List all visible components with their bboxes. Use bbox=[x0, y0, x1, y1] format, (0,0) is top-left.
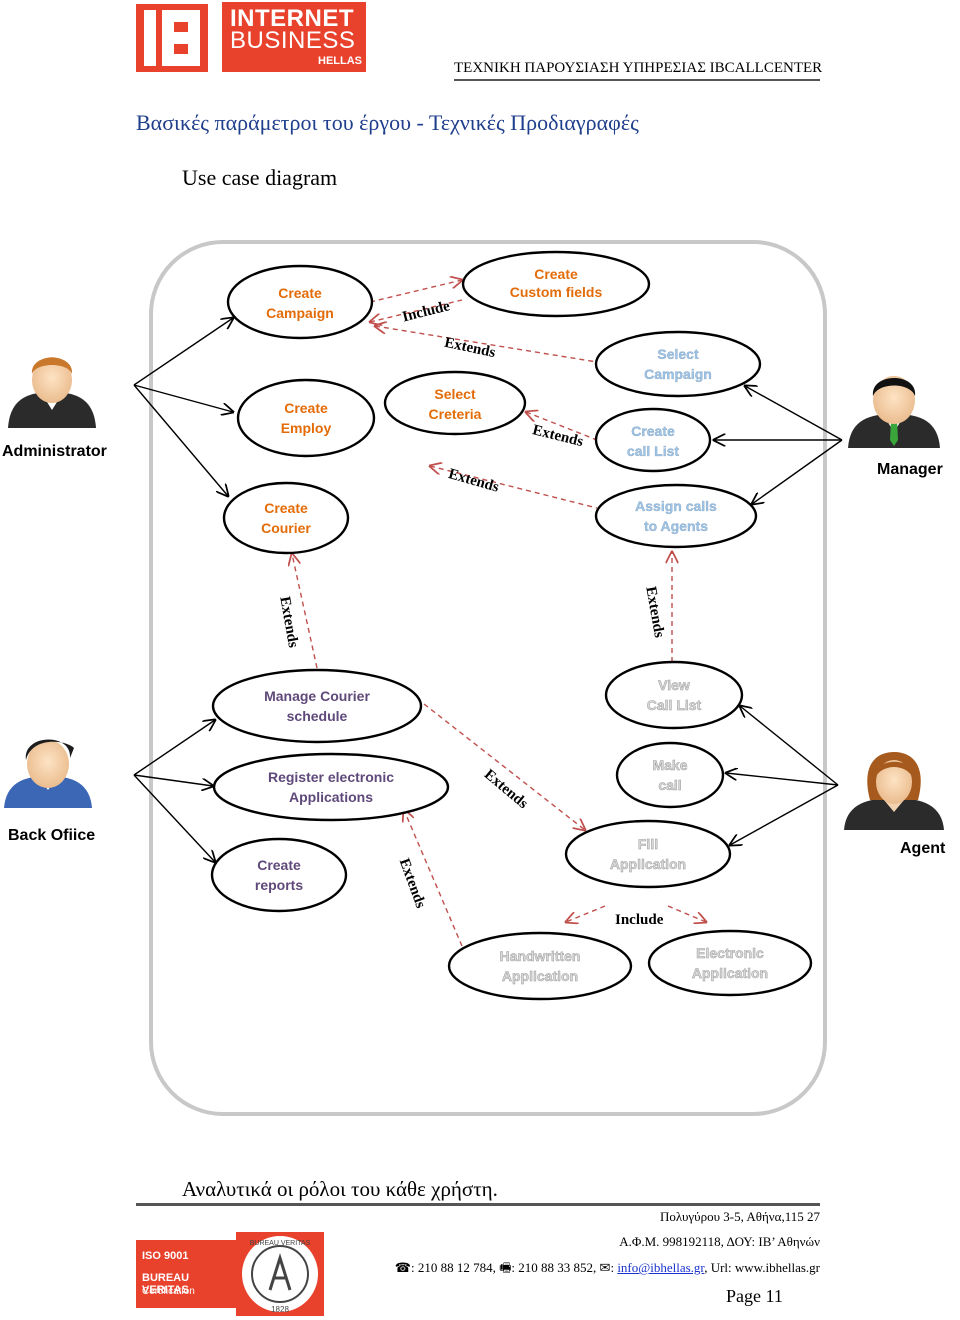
usecase-select-campaign bbox=[594, 330, 762, 398]
usecase-manage-courier bbox=[211, 668, 423, 744]
footer-url: , Url: www.ibhellas.gr bbox=[704, 1260, 820, 1275]
usecase-label: Campaign bbox=[644, 366, 712, 382]
usecase-label: Application bbox=[502, 968, 578, 984]
usecase-register-electronic bbox=[212, 752, 450, 822]
logo-line-1: INTERNET bbox=[230, 5, 354, 32]
footer-tax-info: Α.Φ.Μ. 998192118, ΔΟΥ: ΙΒ’ Αθηνών bbox=[619, 1234, 820, 1249]
footer-email-label: : bbox=[610, 1260, 618, 1275]
usecase-label: Application bbox=[610, 856, 686, 872]
usecase-label: Make bbox=[652, 757, 687, 773]
usecase-create-custom-fields bbox=[461, 250, 651, 318]
email-icon: ✉ bbox=[599, 1260, 611, 1275]
usecase-label: Call List bbox=[647, 697, 702, 713]
usecase-create-call-list bbox=[594, 407, 712, 473]
footer-divider bbox=[136, 1203, 820, 1206]
back-office-label: Back Ofiice bbox=[8, 827, 95, 844]
footer-phone: : 210 88 12 784, bbox=[411, 1260, 500, 1275]
usecase-label: Employ bbox=[281, 420, 332, 436]
svg-text:1828: 1828 bbox=[271, 1305, 289, 1314]
usecase-electronic bbox=[647, 929, 813, 997]
manager-label: Manager bbox=[877, 461, 943, 478]
header-divider bbox=[454, 79, 820, 81]
relationship-lines bbox=[292, 280, 706, 947]
usecase-label: Fill bbox=[638, 836, 658, 852]
agent-label: Agent bbox=[900, 840, 946, 857]
usecase-label: reports bbox=[255, 877, 303, 893]
page-number: Page 11 bbox=[726, 1286, 783, 1306]
back-office-actor-icon bbox=[4, 739, 92, 808]
usecase-create-reports bbox=[210, 837, 348, 913]
header-title: ΤΕΧΝΙΚΗ ΠΑΡΟΥΣΙΑΣΗ ΥΠΗΡΕΣΙΑΣ IBCALLCENTE… bbox=[454, 60, 823, 76]
usecase-label: Custom fields bbox=[510, 284, 603, 300]
usecase-label: Create bbox=[264, 500, 308, 516]
association-lines bbox=[133, 318, 843, 862]
cert-line-3: Certification bbox=[142, 1286, 195, 1297]
include-label-bottom: Include bbox=[615, 912, 664, 928]
usecase-label: Courier bbox=[261, 520, 311, 536]
usecase-create-employ bbox=[236, 378, 376, 458]
diagram-title: Use case diagram bbox=[182, 165, 338, 190]
iso-certification-logo: ISO 9001 BUREAU VERITAS Certification bbox=[136, 1240, 236, 1308]
usecase-label: to Agents bbox=[644, 518, 708, 534]
cert-line-1: ISO 9001 bbox=[142, 1250, 189, 1262]
usecase-label: Handwritten bbox=[500, 948, 581, 964]
roles-caption: Αναλυτικά οι ρόλοι του κάθε χρήστη. bbox=[182, 1177, 498, 1201]
usecase-create-campaign bbox=[226, 264, 374, 340]
usecase-label: Create bbox=[534, 266, 578, 282]
usecase-label: View bbox=[658, 677, 690, 693]
usecase-label: Electronic bbox=[696, 945, 764, 961]
usecase-label: Select bbox=[434, 386, 476, 402]
usecase-label: Create bbox=[284, 400, 328, 416]
usecase-label: Manage Courier bbox=[264, 688, 370, 704]
usecase-label: Create bbox=[631, 423, 675, 439]
manager-actor-icon bbox=[848, 376, 940, 448]
usecase-make-call bbox=[615, 741, 725, 809]
usecase-label: call List bbox=[627, 443, 679, 459]
use-case-diagram: Include Extends Extends Extends Extends … bbox=[2, 240, 946, 1116]
usecase-label: call bbox=[658, 777, 681, 793]
svg-text:BUREAU VERITAS: BUREAU VERITAS bbox=[250, 1240, 311, 1247]
cert-line-2: BUREAU VERITAS bbox=[142, 1272, 190, 1296]
usecase-label: Application bbox=[692, 965, 768, 981]
usecase-label: schedule bbox=[287, 708, 348, 724]
footer-email-link[interactable]: info@ibhellas.gr bbox=[617, 1260, 705, 1275]
usecase-fill-application bbox=[564, 819, 732, 889]
usecase-label: Create bbox=[257, 857, 301, 873]
footer-contact: ☎: 210 88 12 784, 🖷: 210 88 33 852, ✉: i… bbox=[395, 1259, 820, 1281]
company-logo: INTERNET BUSINESS HELLAS bbox=[222, 2, 366, 72]
usecase-label: Campaign bbox=[266, 305, 334, 321]
company-logo-mark bbox=[136, 4, 208, 72]
logo-line-3: HELLAS bbox=[318, 55, 362, 67]
usecase-handwritten bbox=[447, 931, 633, 1001]
fax-icon: 🖷 bbox=[499, 1260, 512, 1275]
usecase-label: Register electronic bbox=[268, 769, 394, 785]
administrator-label: Administrator bbox=[2, 443, 107, 460]
usecase-select-criteria bbox=[383, 370, 527, 436]
logo-line-2: BUSINESS bbox=[230, 27, 356, 54]
agent-actor-icon bbox=[844, 752, 944, 830]
administrator-actor-icon bbox=[8, 357, 96, 428]
usecase-label: Create bbox=[278, 285, 322, 301]
section-heading: Βασικές παράμετροι του έργου - Τεχνικές … bbox=[136, 110, 639, 135]
footer-address: Πολυγύρου 3-5, Αθήνα,115 27 bbox=[660, 1209, 820, 1224]
usecase-label: Select bbox=[657, 346, 699, 362]
bureau-veritas-seal-icon: 1828 BUREAU VERITAS bbox=[236, 1232, 324, 1316]
footer-fax: : 210 88 33 852, bbox=[511, 1260, 600, 1275]
phone-icon: ☎ bbox=[394, 1260, 411, 1275]
usecase-view-call-list bbox=[604, 660, 744, 730]
usecase-label: Applications bbox=[289, 789, 373, 805]
usecase-assign-calls bbox=[594, 483, 758, 549]
usecase-label: Assign calls bbox=[635, 498, 717, 514]
usecase-label: Creteria bbox=[429, 406, 482, 422]
usecase-create-courier bbox=[222, 481, 350, 555]
